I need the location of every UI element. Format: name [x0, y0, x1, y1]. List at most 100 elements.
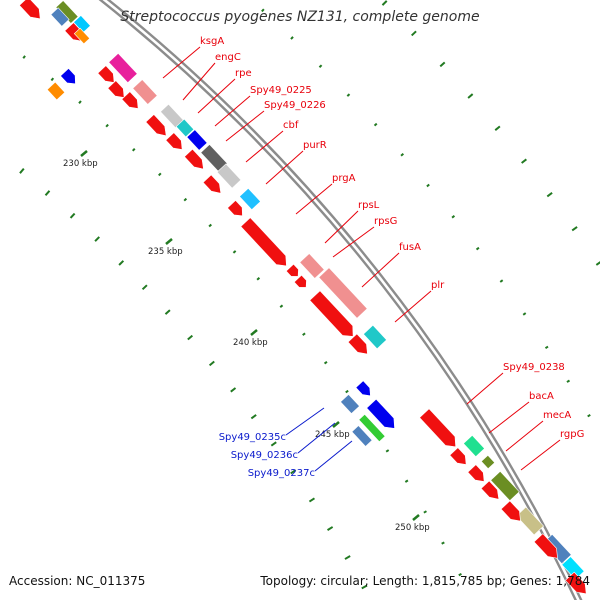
gene-feature[interactable] — [60, 67, 80, 87]
gene-feature[interactable] — [318, 267, 368, 319]
scale-ticks — [19, 0, 600, 590]
tick-mark — [19, 167, 25, 174]
gene-feature[interactable] — [240, 217, 291, 271]
gene-label[interactable]: rgpG — [560, 429, 584, 440]
gene-label[interactable]: prgA — [332, 173, 356, 184]
gene-feature[interactable] — [108, 52, 138, 84]
gene-label[interactable]: fusA — [399, 242, 421, 253]
gene-feature[interactable] — [285, 263, 301, 280]
gene-feature[interactable] — [184, 148, 207, 173]
gene-label[interactable]: rpsG — [374, 216, 397, 227]
gene-feature[interactable] — [463, 434, 485, 458]
tick-mark — [308, 497, 316, 503]
gene-feature[interactable] — [19, 0, 44, 23]
gene-label[interactable]: Spy49_0235c — [219, 432, 286, 443]
kbp-label: 235 kbp — [148, 247, 183, 257]
gene-label[interactable]: Spy49_0236c — [231, 450, 298, 461]
gene-feature[interactable] — [355, 380, 374, 400]
gene-feature[interactable] — [293, 274, 309, 291]
gene-feature[interactable] — [175, 118, 195, 138]
gene-feature[interactable] — [73, 27, 91, 45]
tick-mark — [118, 260, 125, 266]
gene-feature[interactable] — [467, 464, 488, 486]
gene-label-callout — [488, 401, 530, 434]
gene-label[interactable]: bacA — [529, 391, 554, 402]
gene-feature[interactable] — [132, 79, 158, 105]
gene-feature[interactable] — [121, 91, 142, 113]
tick-mark — [208, 360, 215, 367]
tick-mark — [232, 250, 237, 254]
tick-mark — [400, 153, 404, 157]
gene-label-callout — [197, 78, 236, 114]
gene-feature[interactable] — [533, 533, 562, 563]
gene-feature[interactable] — [480, 480, 503, 503]
kbp-major-tick — [80, 150, 88, 157]
tick-mark — [544, 345, 549, 350]
tick-mark — [467, 93, 474, 99]
gene-feature[interactable] — [160, 103, 184, 129]
gene-feature[interactable] — [347, 333, 372, 358]
gene-feature[interactable] — [363, 324, 387, 350]
tick-mark — [158, 172, 162, 177]
gene-label[interactable]: ksgA — [200, 36, 224, 47]
tick-mark — [323, 360, 328, 365]
gene-features — [19, 0, 590, 598]
gene-feature[interactable] — [366, 398, 400, 433]
tick-mark — [571, 226, 578, 232]
gene-label[interactable]: purR — [303, 140, 327, 151]
gene-feature[interactable] — [500, 500, 525, 525]
gene-feature[interactable] — [480, 454, 496, 470]
tick-mark — [327, 526, 334, 531]
gene-feature[interactable] — [50, 7, 70, 27]
gene-label[interactable]: Spy49_0225 — [250, 85, 312, 96]
tick-mark — [411, 30, 417, 37]
kbp-label: 250 kbp — [395, 523, 430, 533]
gene-label[interactable]: plr — [431, 280, 445, 291]
gene-feature[interactable] — [107, 80, 128, 102]
kbp-major-tick — [165, 238, 173, 245]
gene-label[interactable]: Spy49_0238 — [503, 362, 565, 373]
gene-feature[interactable] — [358, 413, 386, 443]
gene-feature[interactable] — [565, 571, 590, 598]
gene-feature[interactable] — [227, 199, 247, 219]
gene-feature[interactable] — [419, 408, 461, 452]
tick-mark — [385, 449, 390, 453]
gene-label-callout — [285, 407, 325, 436]
gene-feature[interactable] — [340, 393, 360, 415]
gene-feature[interactable] — [145, 114, 170, 139]
tick-mark — [595, 261, 600, 266]
gene-feature[interactable] — [299, 253, 325, 279]
tick-mark — [522, 312, 527, 316]
kbp-label: 240 kbp — [233, 338, 268, 348]
gene-feature[interactable] — [186, 129, 208, 151]
gene-feature[interactable] — [97, 65, 118, 87]
tick-mark — [373, 122, 378, 127]
gene-label[interactable]: Spy49_0237c — [248, 468, 315, 479]
accession-label: Accession: NC_011375 — [9, 574, 146, 588]
gene-label-callout — [295, 183, 333, 215]
gene-label[interactable]: engC — [215, 52, 241, 63]
gene-feature[interactable] — [202, 174, 225, 197]
gene-label[interactable]: Spy49_0226 — [264, 100, 326, 111]
tick-mark — [230, 387, 237, 393]
gene-feature[interactable] — [309, 290, 358, 341]
gene-label[interactable]: rpe — [235, 68, 252, 79]
tick-mark — [494, 125, 501, 131]
gene-feature[interactable] — [239, 187, 261, 211]
tick-mark — [546, 192, 553, 198]
gene-label[interactable]: cbf — [283, 120, 299, 131]
gene-feature[interactable] — [55, 0, 79, 24]
gene-label[interactable]: rpsL — [358, 200, 380, 211]
tick-mark — [345, 389, 349, 394]
gene-feature[interactable] — [449, 447, 470, 469]
gene-feature[interactable] — [46, 81, 66, 101]
gene-label[interactable]: mecA — [543, 410, 571, 421]
tick-mark — [164, 309, 171, 315]
gene-label-callout — [332, 226, 375, 258]
gene-feature[interactable] — [165, 132, 186, 154]
gene-feature[interactable] — [351, 425, 373, 447]
genome-backbone — [106, 0, 583, 600]
tick-mark — [290, 36, 294, 40]
gene-feature[interactable] — [216, 163, 242, 189]
